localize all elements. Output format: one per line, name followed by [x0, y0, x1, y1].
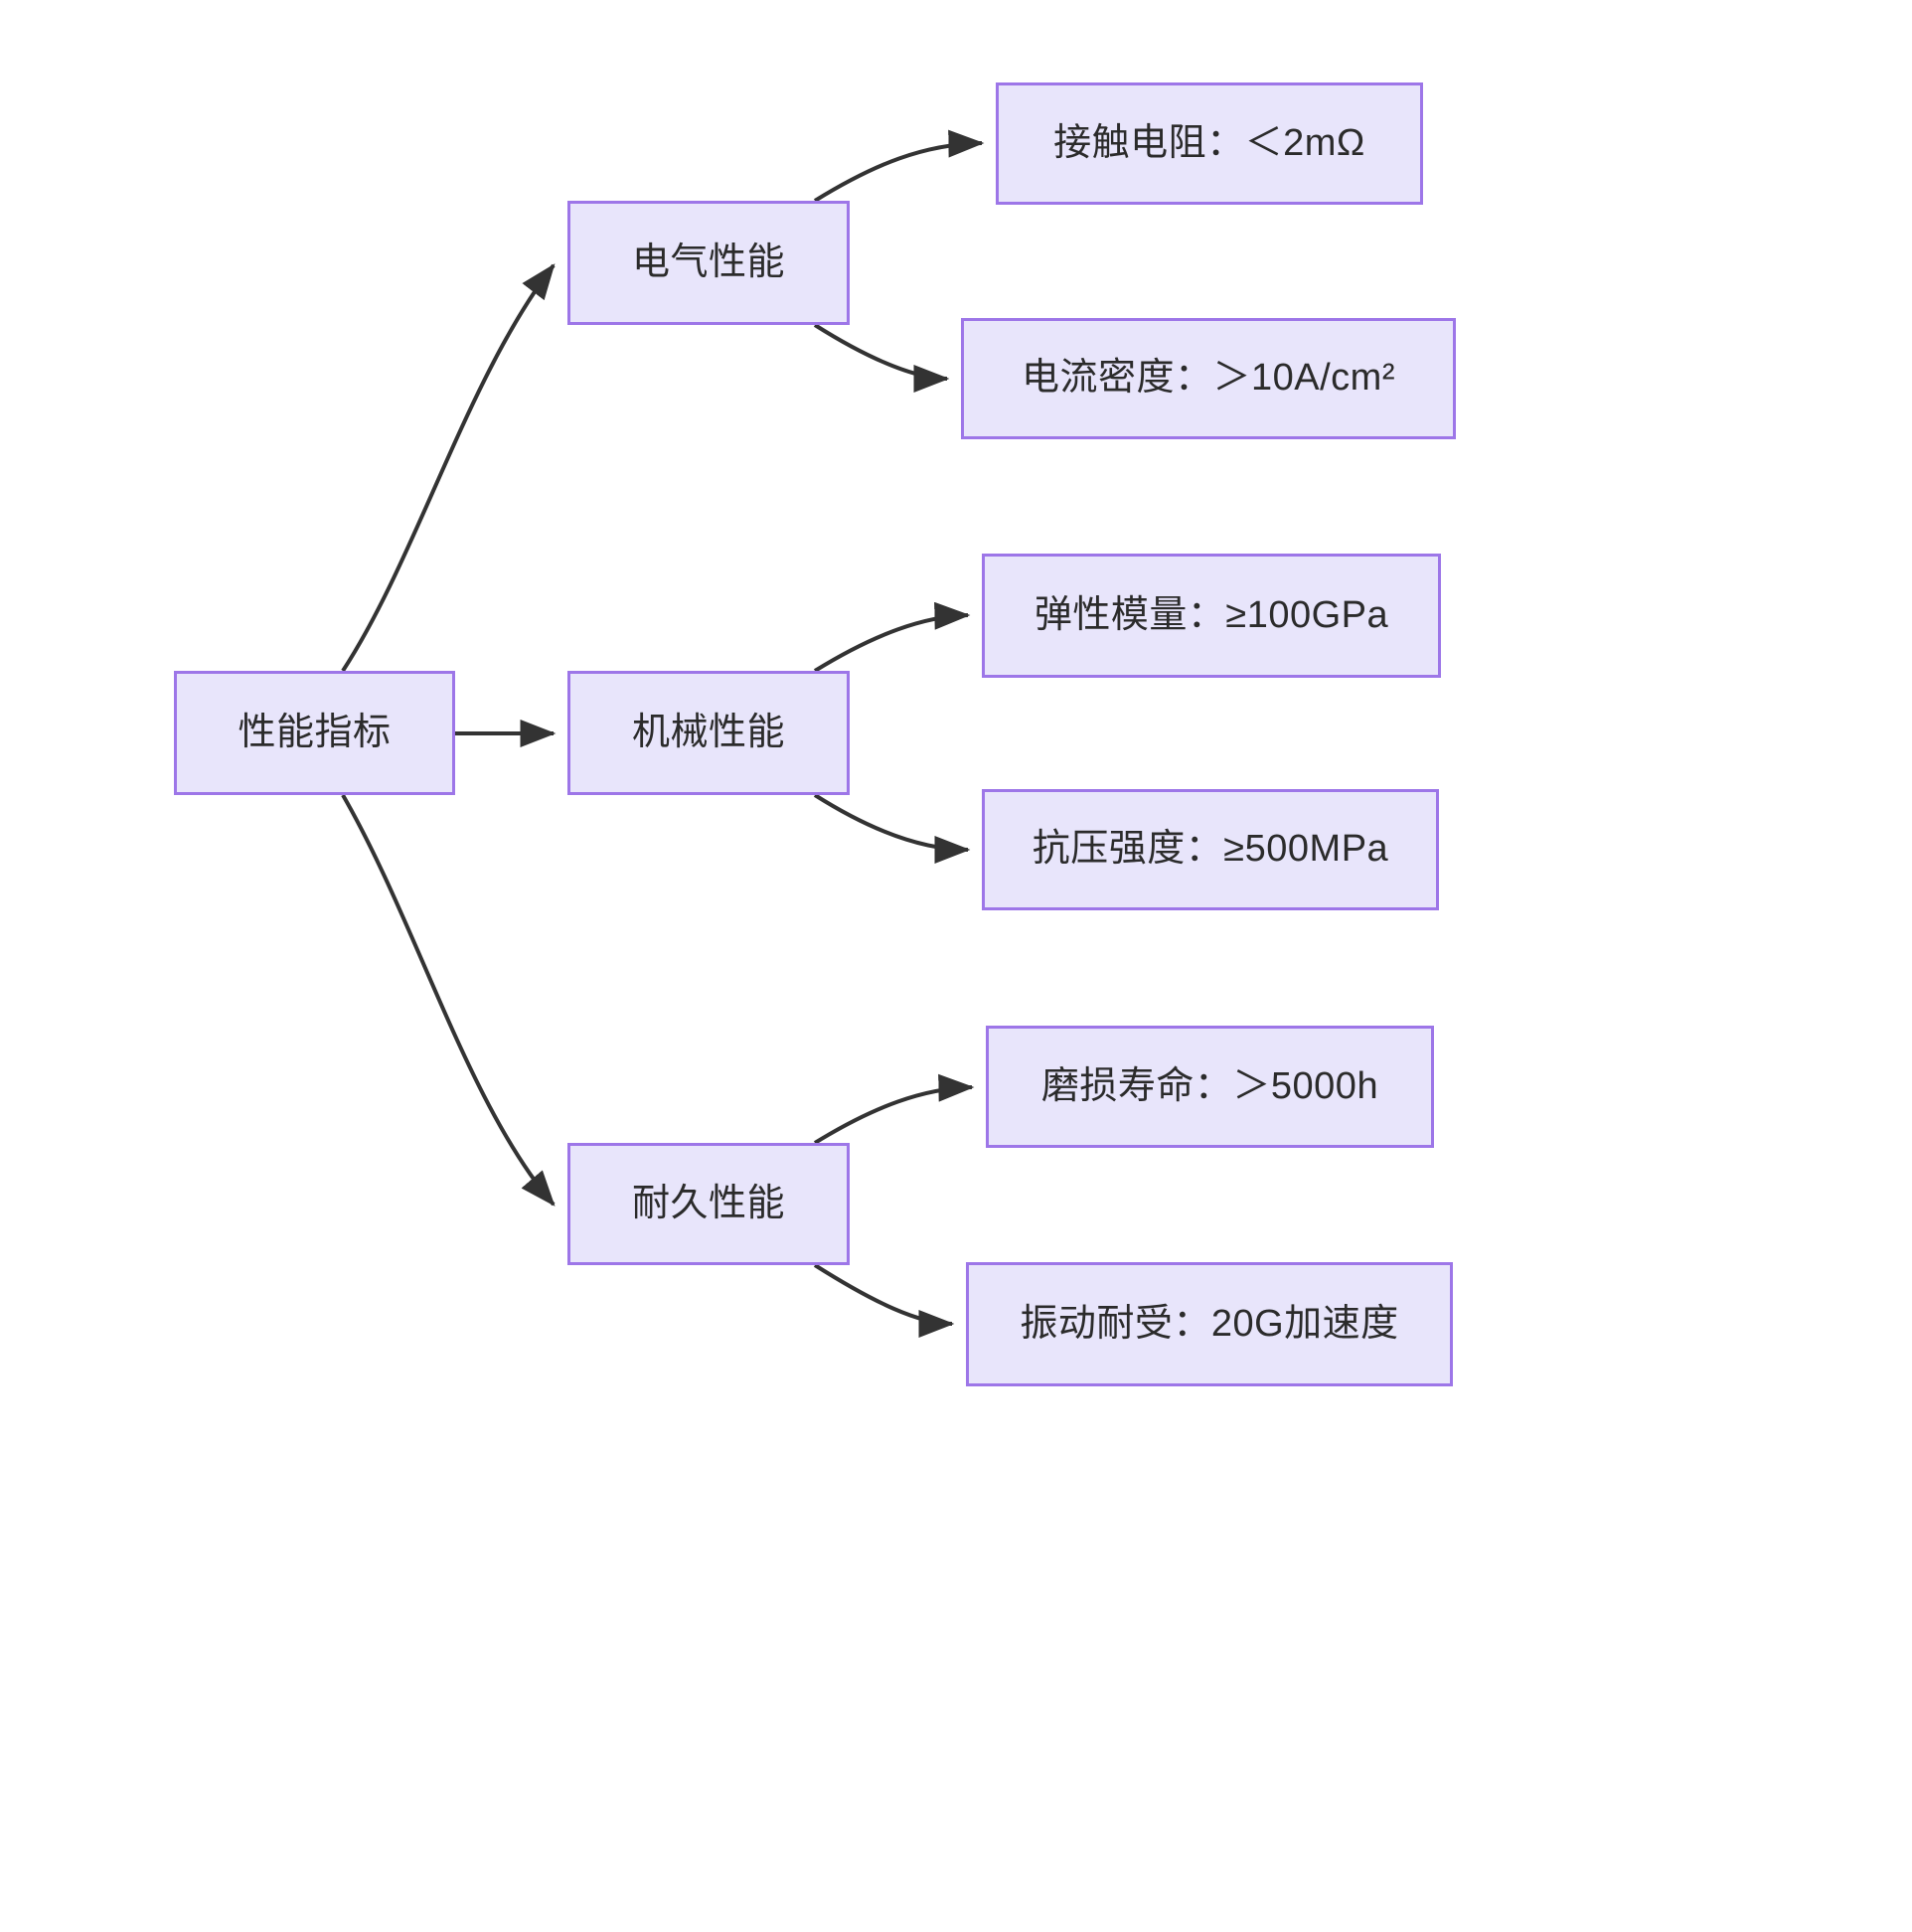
node-electrical[interactable]: 电气性能	[567, 201, 850, 325]
node-mechanical[interactable]: 机械性能	[567, 671, 850, 795]
node-mechanical-label: 机械性能	[631, 711, 785, 753]
node-durability-label: 耐久性能	[631, 1182, 785, 1224]
node-compressive-strength[interactable]: 抗压强度：≥500MPa	[982, 789, 1439, 910]
edge-mechanical-to-compressive-strength	[813, 793, 971, 864]
node-electrical-label: 电气性能	[631, 241, 785, 283]
node-wear-life-label: 磨损寿命：＞5000h	[1040, 1064, 1379, 1107]
node-elastic-modulus-label: 弹性模量：≥100GPa	[1034, 593, 1389, 636]
node-durability[interactable]: 耐久性能	[567, 1143, 850, 1265]
node-elastic-modulus[interactable]: 弹性模量：≥100GPa	[982, 554, 1441, 678]
node-root-label: 性能指标	[238, 711, 392, 753]
edge-mechanical-to-elastic-modulus	[813, 601, 971, 673]
node-contact-resistance[interactable]: 接触电阻：＜2mΩ	[996, 82, 1423, 205]
edge-root-to-durability	[341, 794, 556, 1207]
edge-durability-to-wear-life	[813, 1073, 975, 1145]
node-vibration-tolerance-label: 振动耐受：20G加速度	[1020, 1302, 1399, 1345]
node-root[interactable]: 性能指标	[174, 671, 455, 795]
edge-root-to-electrical	[341, 263, 556, 673]
edge-electrical-to-contact-resistance	[813, 129, 985, 203]
node-contact-resistance-label: 接触电阻：＜2mΩ	[1053, 121, 1365, 164]
node-current-density-label: 电流密度：＞10A/cm²	[1022, 357, 1395, 400]
edge-electrical-to-current-density	[813, 323, 950, 393]
node-current-density[interactable]: 电流密度：＞10A/cm²	[961, 318, 1456, 439]
node-wear-life[interactable]: 磨损寿命：＞5000h	[986, 1026, 1434, 1148]
node-compressive-strength-label: 抗压强度：≥500MPa	[1032, 828, 1389, 871]
edge-durability-to-vibration-tolerance	[813, 1263, 955, 1338]
node-vibration-tolerance[interactable]: 振动耐受：20G加速度	[966, 1262, 1453, 1386]
